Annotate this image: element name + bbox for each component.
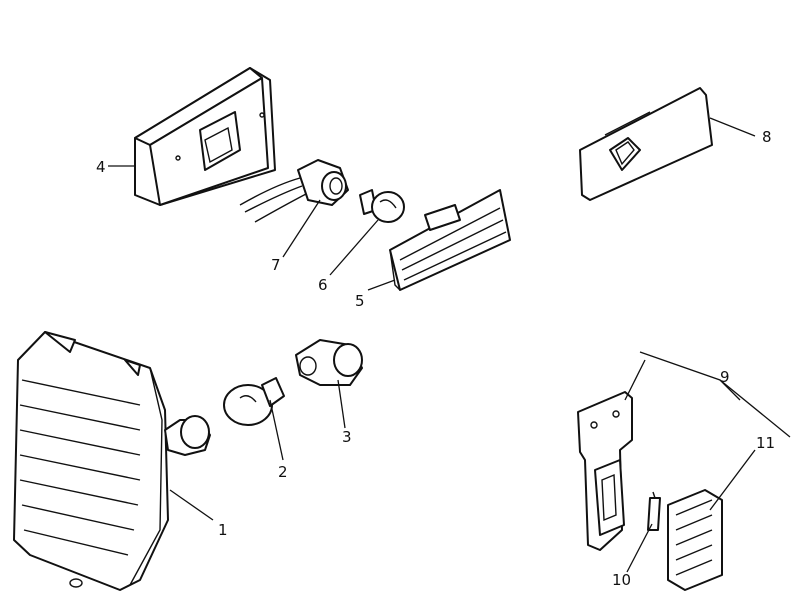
part-4-lamp-housing [134, 67, 276, 206]
part-8-badge-plate [579, 87, 713, 201]
callout-2: 2 [278, 463, 288, 481]
part-3-bulb-socket [295, 339, 363, 386]
callout-3: 3 [342, 428, 352, 446]
callout-5: 5 [355, 292, 365, 310]
part-11-lens-cap [667, 489, 723, 591]
part-10-festoon-bulb [647, 491, 661, 531]
part-9-mounting-bracket [577, 391, 633, 551]
callout-7: 7 [271, 256, 281, 274]
part-2-bayonet-bulb [223, 377, 285, 426]
callout-10: 10 [612, 571, 631, 589]
part-1-indicator-lamp [13, 331, 211, 591]
part-5-repeater-lens [389, 189, 511, 291]
part-6-wedge-bulb [359, 189, 405, 223]
callout-1: 1 [218, 521, 228, 539]
leader-lines [108, 117, 791, 573]
callout-11: 11 [756, 434, 775, 452]
callout-8: 8 [762, 128, 772, 146]
callout-6: 6 [318, 276, 328, 294]
part-7-bulb-holder [239, 159, 349, 223]
callout-4: 4 [96, 158, 106, 176]
callout-9: 9 [720, 368, 730, 386]
